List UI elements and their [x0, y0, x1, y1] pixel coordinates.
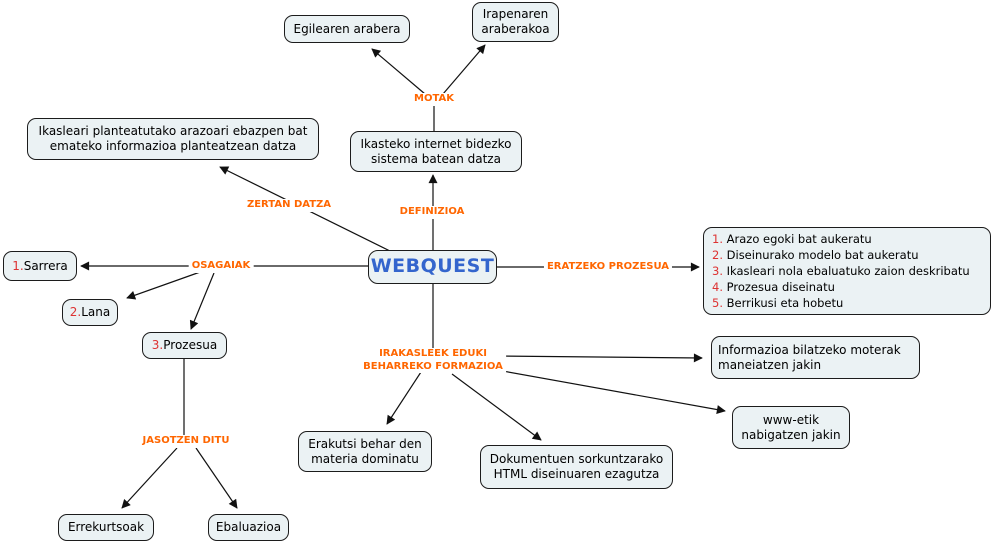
step-text: Diseinurako modelo bat aukeratu [726, 247, 919, 262]
node-definizioa-desc[interactable]: Ikasteko internet bidezko sistema batean… [350, 131, 522, 172]
step-number: 1. [712, 231, 723, 246]
node-webquest[interactable]: WEBQUEST [368, 250, 497, 284]
link-label-motak[interactable]: MOTAK [411, 93, 457, 106]
link-label-osagaiak[interactable]: OSAGAIAK [188, 260, 254, 273]
node-lana[interactable]: 2.Lana [62, 299, 118, 326]
link-label-irakasleek-line2: BEHARREKO FORMAZIOA [363, 360, 503, 372]
node-erakutsi-materia[interactable]: Erakutsi behar den materia dominatu [298, 431, 432, 472]
connector-jasotzen-errekurtsoak [121, 447, 178, 509]
process-step: 4. Prozesua diseinatu [712, 279, 835, 295]
step-number: 3. [712, 263, 723, 278]
step-text: Berrikusi eta hobetu [726, 296, 844, 311]
connector-irakasleek-informazioa [496, 353, 703, 363]
step-number: 2. [712, 247, 723, 262]
node-errekurtsoak[interactable]: Errekurtsoak [58, 514, 154, 541]
process-step: 5. Berrikusi eta hobetu [712, 295, 843, 311]
node-sarrera[interactable]: 1.Sarrera [3, 251, 77, 281]
connector-osagaiak-lana [126, 270, 204, 300]
node-egilearen-arabera[interactable]: Egilearen arabera [284, 15, 410, 43]
link-label-eratzeko-prozesua[interactable]: ERATZEKO PROZESUA [543, 261, 673, 274]
connector-motak-irapenaren [442, 44, 486, 95]
step-text: Prozesua diseinatu [726, 280, 835, 295]
connector-irakasleek-dokumentuen [451, 373, 542, 441]
node-sarrera-number: 1. [12, 258, 24, 273]
connector-osagaiak-prozesua [189, 272, 215, 330]
process-step: 1. Arazo egoki bat aukeratu [712, 231, 872, 247]
process-step: 2. Diseinurako modelo bat aukeratu [712, 247, 919, 263]
link-label-definizioa[interactable]: DEFINIZIOA [396, 206, 468, 219]
node-prozesua-number: 3. [151, 338, 164, 352]
node-sarrera-label: Sarrera [23, 258, 68, 273]
link-label-irakasleek-formazioa[interactable]: IRAKASLEEK EDUKI BEHARREKO FORMAZIOA [360, 348, 506, 373]
step-number: 5. [712, 296, 723, 311]
node-irapenaren-araberakoa[interactable]: Irapenaren araberakoa [472, 2, 559, 42]
step-text: Ikasleari nola ebaluatuko zaion deskriba… [726, 263, 970, 278]
node-zertan-datza-desc[interactable]: Ikasleari planteatutako arazoari ebazpen… [27, 118, 319, 160]
process-step: 3. Ikasleari nola ebaluatuko zaion deskr… [712, 263, 970, 279]
connector-irakasleek-www [496, 369, 726, 414]
connector-motak-egilearen [371, 48, 426, 95]
step-number: 4. [712, 280, 723, 295]
node-lana-number: 2. [69, 305, 82, 319]
link-label-irakasleek-line1: IRAKASLEEK EDUKI [379, 348, 487, 359]
connector-jasotzen-ebaluazioa [195, 447, 238, 509]
step-text: Arazo egoki bat aukeratu [726, 231, 872, 246]
node-lana-label: Lana [81, 305, 111, 319]
link-label-jasotzen-ditu[interactable]: JASOTZEN DITU [139, 435, 233, 448]
node-ebaluazioa[interactable]: Ebaluazioa [208, 514, 289, 541]
node-www-etik[interactable]: www-etik nabigatzen jakin [732, 406, 850, 449]
connector-irakasleek-erakutsi [386, 371, 422, 425]
node-prozesua[interactable]: 3.Prozesua [142, 332, 227, 359]
node-eratzeko-prozesua-steps[interactable]: 1. Arazo egoki bat aukeratu 2. Diseinura… [703, 227, 991, 315]
node-informazioa-bilatzeko[interactable]: Informazioa bilatzeko moterak maneiatzen… [711, 336, 920, 379]
link-label-zertan-datza[interactable]: ZERTAN DATZA [243, 199, 335, 212]
node-dokumentuen-html[interactable]: Dokumentuen sorkuntzarako HTML diseinuar… [480, 445, 673, 489]
node-prozesua-label: Prozesua [163, 338, 218, 352]
